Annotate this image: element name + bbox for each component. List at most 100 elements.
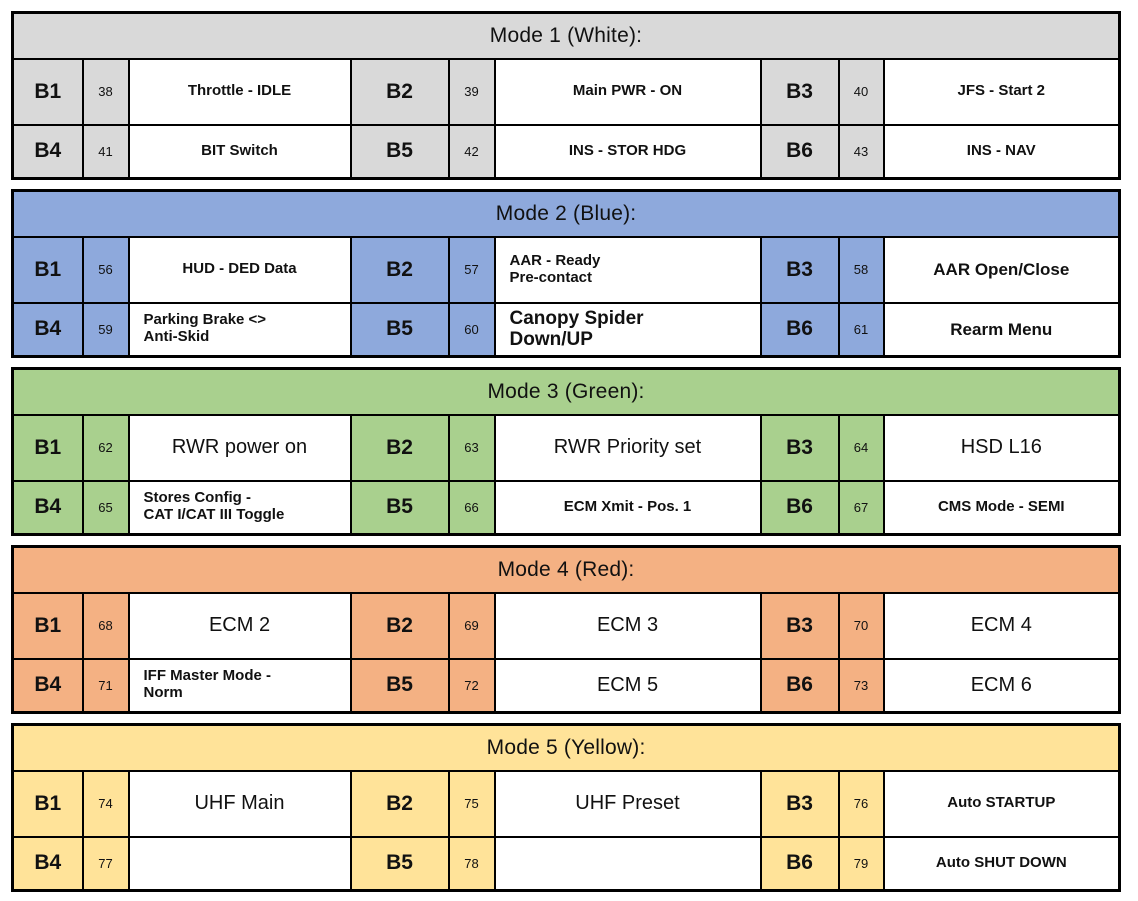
button-cell: B3	[759, 769, 840, 838]
button-cell: B5	[349, 301, 450, 358]
function-cell: Rearm Menu	[882, 301, 1121, 358]
pin-number-cell: 56	[81, 235, 130, 304]
button-cell: B5	[349, 123, 450, 180]
function-cell: RWR Priority set	[493, 413, 762, 482]
function-cell: JFS - Start 2	[882, 57, 1121, 126]
button-cell: B2	[349, 591, 450, 660]
button-cell: B4	[11, 835, 84, 892]
function-cell: INS - NAV	[882, 123, 1121, 180]
button-cell: B4	[11, 479, 84, 536]
button-cell: B6	[759, 835, 840, 892]
function-cell: Stores Config - CAT I/CAT III Toggle	[127, 479, 352, 536]
pin-number-cell: 70	[837, 591, 885, 660]
button-cell: B4	[11, 301, 84, 358]
function-cell: RWR power on	[127, 413, 352, 482]
pin-number-cell: 76	[837, 769, 885, 838]
pin-number-cell: 42	[447, 123, 496, 180]
function-cell: ECM 2	[127, 591, 352, 660]
button-cell: B1	[11, 235, 84, 304]
pin-number-cell: 68	[81, 591, 130, 660]
button-cell: B6	[759, 301, 840, 358]
function-cell: UHF Main	[127, 769, 352, 838]
function-cell: HSD L16	[882, 413, 1121, 482]
function-cell: Auto STARTUP	[882, 769, 1121, 838]
button-cell: B1	[11, 413, 84, 482]
function-cell: AAR Open/Close	[882, 235, 1121, 304]
button-cell: B6	[759, 479, 840, 536]
pin-number-cell: 66	[447, 479, 496, 536]
button-cell: B5	[349, 657, 450, 714]
button-cell: B2	[349, 413, 450, 482]
mode-5-table: Mode 5 (Yellow): B1 74 UHF Main B2 75 UH…	[11, 723, 1122, 892]
pin-number-cell: 60	[447, 301, 496, 358]
button-cell: B3	[759, 413, 840, 482]
pin-number-cell: 71	[81, 657, 130, 714]
button-cell: B2	[349, 235, 450, 304]
function-cell: Canopy Spider Down/UP	[493, 301, 762, 358]
button-cell: B4	[11, 123, 84, 180]
pin-number-cell: 74	[81, 769, 130, 838]
pin-number-cell: 77	[81, 835, 130, 892]
pin-number-cell: 38	[81, 57, 130, 126]
pin-number-cell: 62	[81, 413, 130, 482]
mode-3-table: Mode 3 (Green): B1 62 RWR power on B2 63…	[11, 367, 1122, 536]
button-cell: B1	[11, 591, 84, 660]
function-cell: BIT Switch	[127, 123, 352, 180]
mode-5-title: Mode 5 (Yellow):	[11, 723, 1121, 772]
mode-1-table: Mode 1 (White): B1 38 Throttle - IDLE B2…	[11, 11, 1121, 180]
pin-number-cell: 79	[837, 835, 885, 892]
button-cell: B3	[759, 235, 840, 304]
pin-number-cell: 57	[447, 235, 496, 304]
button-cell: B1	[11, 769, 84, 838]
function-cell: AAR - Ready Pre-contact	[493, 235, 762, 304]
pin-number-cell: 61	[837, 301, 885, 358]
function-cell: HUD - DED Data	[127, 235, 352, 304]
function-cell: ECM 4	[882, 591, 1121, 660]
function-cell: Throttle - IDLE	[127, 57, 352, 126]
pin-number-cell: 64	[837, 413, 885, 482]
button-cell: B5	[349, 835, 450, 892]
button-cell: B4	[11, 657, 84, 714]
pin-number-cell: 58	[837, 235, 885, 304]
function-cell: ECM Xmit - Pos. 1	[493, 479, 762, 536]
pin-number-cell: 63	[447, 413, 496, 482]
pin-number-cell: 39	[447, 57, 496, 126]
pin-number-cell: 75	[447, 769, 496, 838]
function-cell: IFF Master Mode - Norm	[127, 657, 352, 714]
mode-2-title: Mode 2 (Blue):	[11, 189, 1121, 238]
function-cell: ECM 5	[493, 657, 762, 714]
button-cell: B2	[349, 57, 450, 126]
pin-number-cell: 72	[447, 657, 496, 714]
pin-number-cell: 59	[81, 301, 130, 358]
mode-4-title: Mode 4 (Red):	[11, 545, 1121, 594]
button-cell: B3	[759, 591, 840, 660]
function-cell	[127, 835, 352, 892]
function-cell: CMS Mode - SEMI	[882, 479, 1121, 536]
mode-1-title: Mode 1 (White):	[11, 11, 1121, 60]
button-cell: B5	[349, 479, 450, 536]
mode-2-table: Mode 2 (Blue): B1 56 HUD - DED Data B2 5…	[11, 189, 1122, 358]
pin-number-cell: 40	[837, 57, 885, 126]
button-cell: B6	[759, 123, 840, 180]
button-cell: B2	[349, 769, 450, 838]
function-cell	[493, 835, 762, 892]
function-cell: ECM 6	[882, 657, 1121, 714]
button-cell: B1	[11, 57, 84, 126]
pin-number-cell: 41	[81, 123, 130, 180]
button-cell: B3	[759, 57, 840, 126]
function-cell: ECM 3	[493, 591, 762, 660]
pin-number-cell: 78	[447, 835, 496, 892]
pin-number-cell: 69	[447, 591, 496, 660]
function-cell: Auto SHUT DOWN	[882, 835, 1121, 892]
pin-number-cell: 67	[837, 479, 885, 536]
pin-number-cell: 43	[837, 123, 885, 180]
function-cell: INS - STOR HDG	[493, 123, 762, 180]
function-cell: Main PWR - ON	[493, 57, 762, 126]
mode-4-table: Mode 4 (Red): B1 68 ECM 2 B2 69 ECM 3 B3…	[11, 545, 1122, 714]
pin-number-cell: 73	[837, 657, 885, 714]
function-cell: Parking Brake <> Anti-Skid	[127, 301, 352, 358]
pin-number-cell: 65	[81, 479, 130, 536]
mode-3-title: Mode 3 (Green):	[11, 367, 1121, 416]
function-cell: UHF Preset	[493, 769, 762, 838]
button-cell: B6	[759, 657, 840, 714]
